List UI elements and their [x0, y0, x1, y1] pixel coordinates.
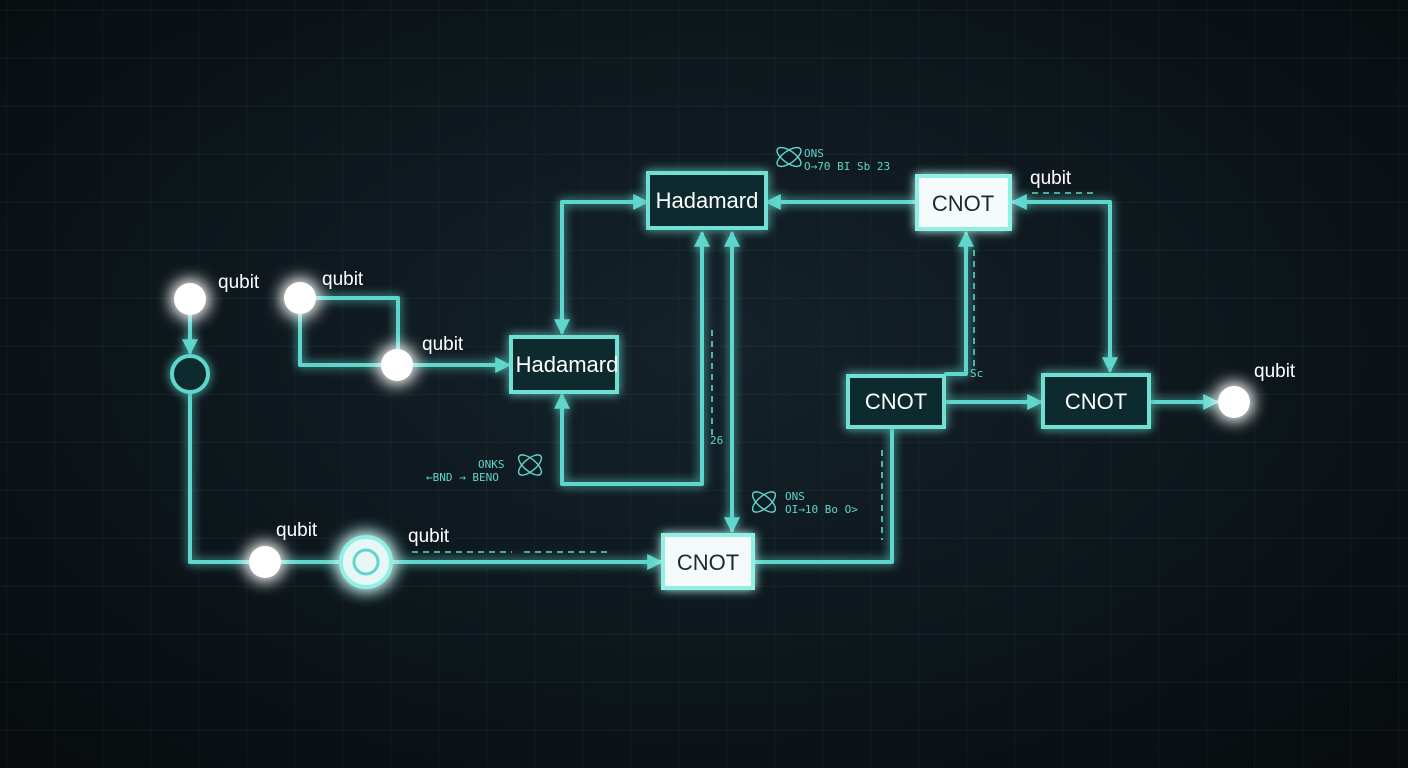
ring-node-left	[170, 354, 210, 394]
qubit-node-output	[1218, 386, 1250, 418]
wire-loop	[298, 296, 400, 367]
wires	[182, 194, 1220, 570]
qubit-label-6: qubit	[1030, 168, 1072, 189]
qubit-label-1: qubit	[218, 272, 260, 293]
wire-left-down	[188, 391, 252, 564]
cnot-bottom-gate	[661, 533, 755, 590]
wire-right-loop	[1010, 194, 1118, 374]
wire-cnot-up	[944, 230, 974, 376]
annotation-mid-a: ONS	[785, 490, 805, 503]
qubit-node-3	[381, 349, 413, 381]
annotation-top-a: ONS	[804, 147, 824, 160]
measurement-inner-ring	[352, 548, 380, 576]
cnot-top-label: CNOT	[932, 191, 994, 216]
qubit-node-4	[249, 546, 281, 578]
cnot-mid-left-gate	[846, 374, 946, 429]
annotation-left-a: ONKS	[478, 458, 505, 471]
atom-icon-left	[517, 454, 543, 476]
hadamard-top-label: Hadamard	[656, 188, 759, 213]
qubit-label-7: qubit	[1254, 361, 1296, 382]
annotation-vert-a: 26	[710, 434, 723, 447]
wire-bottom-to-cnotmid	[752, 426, 894, 564]
cnot-mid-right-label: CNOT	[1065, 389, 1127, 414]
cnot-bottom-label: CNOT	[677, 550, 739, 575]
dashed-lines	[412, 192, 1098, 553]
gates	[509, 171, 1151, 590]
hadamard-mid-label: Hadamard	[516, 352, 619, 377]
hadamard-mid-gate	[509, 335, 619, 394]
qubit-label-2: qubit	[322, 269, 364, 290]
hadamard-top-gate	[646, 171, 768, 230]
measurement-node	[339, 535, 393, 589]
qubit-label-4: qubit	[276, 520, 318, 541]
qubit-node-2	[284, 282, 316, 314]
annotation-glyphs	[517, 146, 802, 513]
wire-hadtop-down	[554, 194, 650, 336]
cnot-mid-right-gate	[1041, 373, 1151, 429]
annotation-mid-b: OI→10 Bo O>	[785, 503, 858, 516]
annotation-vert-b: Sc	[970, 367, 983, 380]
cnot-top-gate	[915, 174, 1012, 231]
wire-hadmid-loop	[554, 230, 710, 486]
atom-icon-mid	[751, 491, 777, 513]
annotation-left-b: ←BND → BENO	[426, 471, 499, 484]
atom-icon-top	[776, 146, 802, 168]
qubit-nodes	[174, 282, 1250, 589]
qubit-label-3: qubit	[422, 334, 464, 355]
qubit-label-5: qubit	[408, 526, 450, 547]
cnot-mid-left-label: CNOT	[865, 389, 927, 414]
annotation-top-b: O→70 BI Sb 23	[804, 160, 890, 173]
qubit-node-1	[174, 283, 206, 315]
